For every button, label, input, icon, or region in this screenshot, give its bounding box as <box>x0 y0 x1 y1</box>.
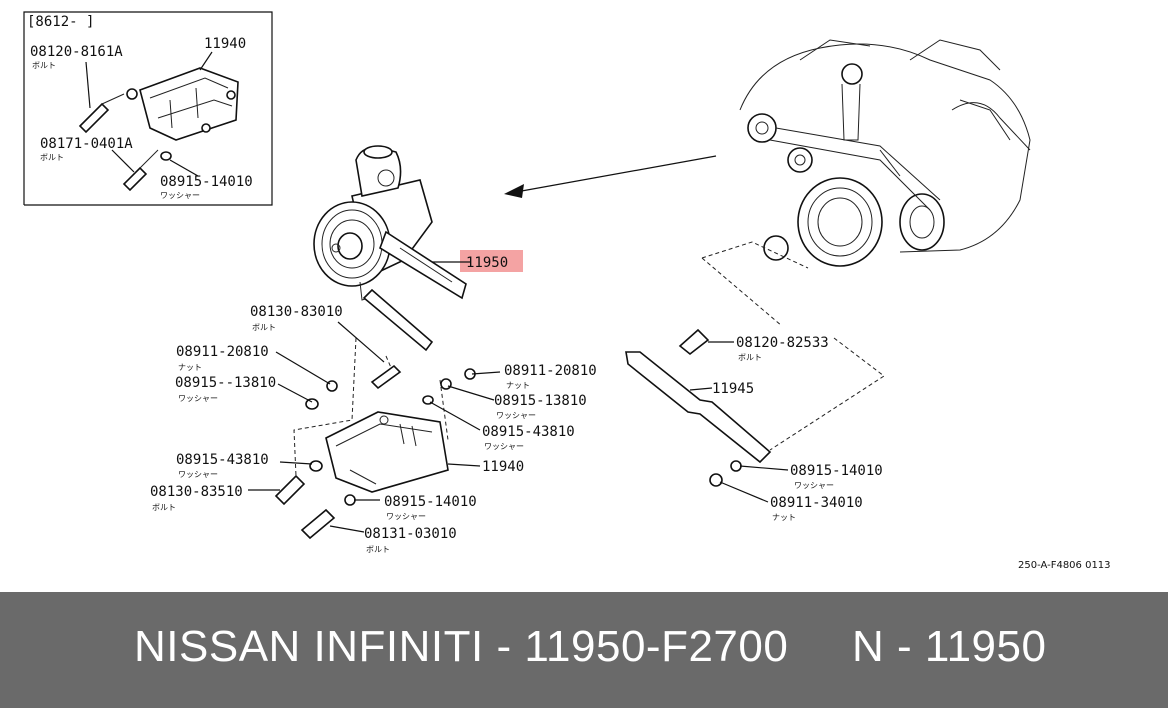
callout-bolt-lower-left-sub: ボルト <box>152 503 176 512</box>
callout-bolt-lower-left: 08130-83510 <box>150 484 243 500</box>
callout-bolt-main: 08130-83010 <box>250 304 343 320</box>
callout-nut-adjust: 08911-34010 <box>770 495 863 511</box>
callout-inset-bolt-1: 08120-8161A <box>30 44 123 60</box>
callout-nut-left-sub: ナット <box>178 363 202 372</box>
callout-adjust-bar: 11945 <box>712 381 754 397</box>
footer-part-number: NISSAN INFINITI - 11950-F2700 <box>134 622 789 671</box>
pump-assembly <box>313 145 467 352</box>
callout-nut-left: 08911-20810 <box>176 344 269 360</box>
callout-bracket-main: 11940 <box>482 459 524 475</box>
direction-arrow <box>504 155 717 198</box>
callout-washer-lower-mid-sub: ワッシャー <box>386 512 426 521</box>
inset-panel: [8612- ] 08120-8161A ボルト 11940 08171-040… <box>23 11 273 206</box>
highlighted-part-callout[interactable]: 11950 <box>432 250 523 272</box>
callout-11950[interactable]: 11950 <box>466 255 508 271</box>
callout-inset-washer: 08915-14010 <box>160 174 253 190</box>
footer-title: NISSAN INFINITI - 11950-F2700 N - 11950 <box>134 622 1046 672</box>
callout-bolt-adjust-sub: ボルト <box>738 353 762 362</box>
callout-nut-adjust-sub: ナット <box>772 513 796 522</box>
callout-washer-left: 08915--13810 <box>175 375 276 391</box>
callout-bolt-main-sub: ボルト <box>252 323 276 332</box>
inset-code: [8612- ] <box>27 14 94 30</box>
hardware-parts <box>274 328 772 540</box>
engine-drawing <box>739 39 1031 267</box>
inset-bracket-drawing <box>78 67 239 192</box>
callout-inset-washer-sub: ワッシャー <box>160 191 200 200</box>
lower-bracket <box>325 411 449 493</box>
callout-washer-right-2-sub: ワッシャー <box>484 442 524 451</box>
leader-lines <box>248 321 789 533</box>
callout-washer-adjust: 08915-14010 <box>790 463 883 479</box>
callout-inset-bolt-1-sub: ボルト <box>32 61 56 70</box>
callout-nut-right-sub: ナット <box>506 381 530 390</box>
callout-inset-bolt-2: 08171-0401A <box>40 136 133 152</box>
callout-inset-bracket: 11940 <box>204 36 246 52</box>
callout-washer-lower-left: 08915-43810 <box>176 452 269 468</box>
footer-bar: NISSAN INFINITI - 11950-F2700 N - 11950 <box>0 592 1168 708</box>
callout-bolt-bottom-sub: ボルト <box>366 545 390 554</box>
callout-washer-lower-mid: 08915-14010 <box>384 494 477 510</box>
highlight-box <box>460 250 523 272</box>
callout-bolt-bottom: 08131-03010 <box>364 526 457 542</box>
callout-inset-bolt-2-sub: ボルト <box>40 153 64 162</box>
figure-reference: 250-A-F4806 0113 <box>1018 560 1111 571</box>
callout-washer-adjust-sub: ワッシャー <box>794 481 834 490</box>
callout-washer-right-2: 08915-43810 <box>482 424 575 440</box>
callout-washer-left-sub: ワッシャー <box>178 394 218 403</box>
callout-bolt-adjust: 08120-82533 <box>736 335 829 351</box>
footer-short-number: N - 11950 <box>851 622 1047 671</box>
callout-washer-right-1: 08915-13810 <box>494 393 587 409</box>
callout-washer-lower-left-sub: ワッシャー <box>178 470 218 479</box>
parts-diagram: [8612- ] 08120-8161A ボルト 11940 08171-040… <box>23 11 1111 571</box>
callout-nut-right: 08911-20810 <box>504 363 597 379</box>
callout-washer-right-1-sub: ワッシャー <box>496 411 536 420</box>
